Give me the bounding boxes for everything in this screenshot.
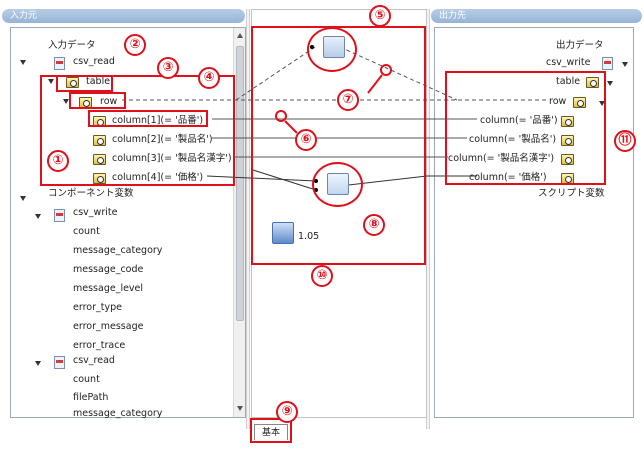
target-root-label: 出力データ [556, 40, 604, 51]
var-item[interactable]: count [73, 226, 100, 237]
callout-8: ⑧ [363, 214, 385, 236]
highlight-column-1 [88, 110, 208, 127]
expand-target-csv-write-icon[interactable] [622, 62, 628, 67]
highlight-row [69, 92, 126, 109]
source-pane[interactable]: 入力データ csv_read table row column[1](= '品番… [10, 27, 246, 419]
source-scrollbar[interactable] [233, 28, 245, 417]
callout-7: ⑦ [337, 89, 359, 111]
callout-4: ④ [198, 67, 220, 89]
source-pane-header: 入力元 [2, 9, 245, 23]
row-node-icon [573, 97, 586, 108]
source-root-label: 入力データ [48, 40, 96, 51]
tab-basic[interactable]: 基本 [254, 424, 288, 440]
callout-3: ③ [157, 57, 179, 79]
var-item[interactable]: filePath [73, 392, 109, 403]
highlight-tab [250, 418, 292, 443]
callout-5: ⑤ [369, 5, 391, 27]
source-csv-read[interactable]: csv_read [73, 56, 115, 67]
target-pane[interactable]: 出力データ csv_write table row column(= '品番')… [434, 27, 634, 418]
source-column-2[interactable]: column[2](= '製品名') [112, 134, 213, 145]
callout-6: ⑥ [295, 129, 317, 151]
column-node-icon [561, 135, 574, 146]
expand-target-table-icon[interactable] [607, 81, 613, 86]
expand-row-icon[interactable] [63, 99, 69, 104]
csv-file-icon [54, 209, 65, 222]
var-item[interactable]: message_category [73, 408, 163, 419]
target-csv-write[interactable]: csv_write [546, 57, 591, 68]
column-node-icon [93, 135, 106, 146]
expand-table-icon[interactable] [48, 79, 54, 84]
left-splitter[interactable] [246, 9, 250, 429]
var-item[interactable]: error_trace [73, 340, 126, 351]
column-node-icon [93, 173, 106, 184]
csv-file-icon [54, 57, 65, 70]
table-node-icon [586, 77, 599, 88]
function-value-label: 1.05 [298, 231, 320, 242]
highlight-table [56, 75, 113, 92]
scroll-up-icon[interactable] [237, 33, 243, 38]
target-column-2[interactable]: column(= '製品名') [469, 134, 557, 145]
expand-csv-read2-icon[interactable] [35, 361, 41, 366]
csv-file-icon [602, 57, 613, 70]
expand-component-vars-icon[interactable] [20, 196, 26, 201]
target-column-1[interactable]: column(= '品番') [480, 115, 558, 126]
scroll-down-icon[interactable] [237, 406, 243, 411]
csv-file-icon [54, 356, 65, 369]
expand-csv-write-icon[interactable] [35, 214, 41, 219]
loop-function-circle [307, 27, 357, 72]
column-node-icon [561, 154, 574, 165]
convert-function-circle [312, 162, 363, 207]
target-pane-header: 出力先 [431, 9, 642, 23]
column-node-icon [561, 116, 574, 127]
expand-csv-read-icon[interactable] [20, 60, 26, 65]
table-node-icon [66, 77, 79, 88]
source-table[interactable]: table [86, 76, 111, 87]
var-item[interactable]: error_type [73, 302, 122, 313]
number-function-icon[interactable] [272, 222, 294, 244]
source-column-4[interactable]: column[4](= '価格') [112, 172, 204, 183]
target-table[interactable]: table [556, 76, 581, 87]
callout-2: ② [124, 34, 146, 56]
target-row[interactable]: row [549, 96, 567, 107]
highlight-source-mapping [40, 75, 235, 186]
source-column-3[interactable]: column[3](= '製品名漢字') [112, 153, 232, 164]
callout-9: ⑨ [276, 401, 298, 423]
callout-11: ⑪ [614, 130, 636, 152]
script-vars-label: スクリプト変数 [538, 188, 605, 199]
scroll-thumb[interactable] [236, 46, 244, 321]
var-item[interactable]: message_category [73, 245, 163, 256]
source-csv-read-2[interactable]: csv_read [73, 355, 115, 366]
var-item[interactable]: count [73, 374, 100, 385]
highlight-target-mapping [445, 71, 606, 185]
callout-10: ⑩ [311, 265, 333, 287]
callout-1: ① [47, 150, 69, 172]
expand-target-row-icon[interactable] [599, 101, 605, 106]
target-column-4[interactable]: column(= '価格') [469, 172, 547, 183]
source-row[interactable]: row [100, 96, 118, 107]
target-column-3[interactable]: column(= '製品名漢字') [448, 153, 555, 164]
source-csv-write[interactable]: csv_write [73, 207, 118, 218]
var-item[interactable]: message_level [73, 283, 144, 294]
var-item[interactable]: message_code [73, 264, 144, 275]
column-node-icon [93, 154, 106, 165]
var-item[interactable]: error_message [73, 321, 144, 332]
component-vars-label: コンポーネント変数 [48, 188, 134, 199]
source-column-1[interactable]: column[1](= '品番') [112, 115, 204, 126]
